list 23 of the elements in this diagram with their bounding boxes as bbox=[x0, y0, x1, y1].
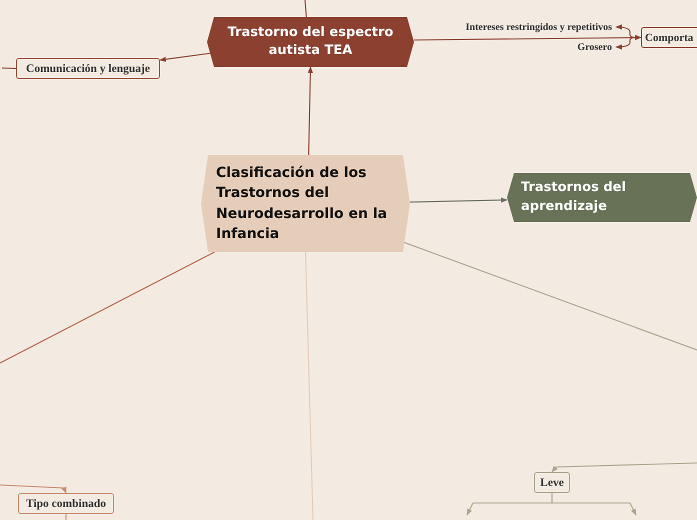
subtopic-text: Grosero bbox=[540, 40, 612, 54]
connector-line bbox=[304, 252, 314, 520]
connector-line bbox=[304, 0, 307, 18]
subtopic-text: Intereses restringidos y repetitivos bbox=[440, 20, 612, 34]
subtopic-box: Comunicación y lenguaje bbox=[16, 58, 160, 79]
arrow bbox=[0, 484, 67, 494]
arrow bbox=[414, 34, 642, 41]
topic-hexagon: Trastorno del espectro autista TEA bbox=[207, 17, 414, 67]
connector-line bbox=[65, 514, 67, 520]
topic-hexagon: Trastornos del aprendizaje bbox=[507, 173, 697, 222]
arrow bbox=[551, 493, 636, 516]
connector-line bbox=[2, 67, 16, 70]
arrow bbox=[615, 36, 641, 50]
connector-line bbox=[0, 252, 215, 364]
connector-line bbox=[404, 242, 697, 351]
arrow bbox=[410, 197, 508, 203]
arrow bbox=[308, 66, 314, 156]
subtopic-box: Comporta bbox=[641, 27, 697, 48]
central-topic-hexagon: Clasificación de los Trastornos del Neurodesarrollo en la Infancia bbox=[201, 155, 410, 252]
arrow bbox=[552, 462, 697, 473]
subtopic-box: Tipo combinado bbox=[18, 493, 114, 514]
subtopic-box: Leve bbox=[534, 472, 570, 493]
arrow bbox=[159, 52, 212, 62]
